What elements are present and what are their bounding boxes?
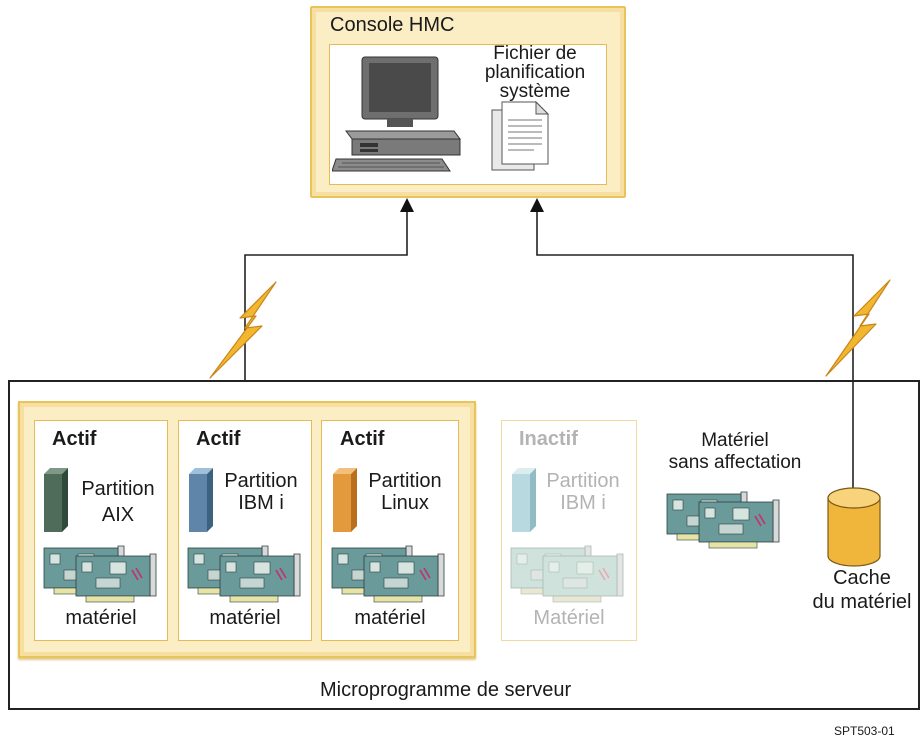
partition-name-aix: Partition AIX <box>68 478 168 526</box>
partition-name-ibmi-line-2: IBM i <box>238 492 284 514</box>
hardware-cache-line-2: du matériel <box>812 591 912 613</box>
inactive-ibmi-partition-icon <box>512 468 536 532</box>
plan-file-label-line-3: système <box>499 81 571 102</box>
hardware-card-icon-inactive <box>510 545 624 603</box>
left-lightning-icon <box>209 281 277 379</box>
plan-file-label-line-1: Fichier de <box>493 43 577 64</box>
plan-file-label-line-2: planification <box>484 62 586 83</box>
partition-name-aix-line-1: Partition <box>81 478 155 500</box>
partition-name-inactive-line-2: IBM i <box>560 492 606 514</box>
hardware-label-linux: matériel <box>354 607 426 629</box>
partition-status-inactive: Inactif <box>519 428 578 450</box>
plan-file-label: Fichier de planification système <box>470 44 600 101</box>
partition-name-linux-line-2: Linux <box>381 492 429 514</box>
linux-partition-icon <box>333 468 357 532</box>
hardware-label-aix: matériel <box>65 607 137 629</box>
partition-name-inactive-line-1: Partition <box>546 470 620 492</box>
unassigned-hardware-line-2: sans affectation <box>668 452 802 473</box>
document-icon <box>491 100 550 171</box>
hardware-card-icon-aix <box>43 545 157 603</box>
partition-status-linux: Actif <box>340 428 385 450</box>
server-firmware-label: Microprogramme de serveur <box>320 679 572 701</box>
hardware-card-icon-linux <box>331 545 445 603</box>
hardware-card-icon-unassigned <box>666 491 780 549</box>
right-lightning-icon <box>825 279 891 377</box>
partition-status-ibmi: Actif <box>196 428 241 450</box>
right-connection-line <box>536 204 854 490</box>
unassigned-hardware-line-1: Matériel <box>701 430 769 451</box>
figure-code: SPT503-01 <box>834 724 895 738</box>
server-frame <box>8 380 920 710</box>
partition-name-ibmi-line-1: Partition <box>224 470 298 492</box>
hardware-label-inactive: Matériel <box>533 607 605 629</box>
partition-name-aix-line-2: AIX <box>101 504 135 526</box>
partition-name-inactive: Partition IBM i <box>533 470 633 514</box>
partition-name-linux-line-1: Partition <box>368 470 442 492</box>
hardware-label-ibmi: matériel <box>209 607 281 629</box>
left-arrowhead <box>400 198 414 212</box>
computer-workstation-icon <box>332 56 461 172</box>
right-arrowhead <box>530 198 544 212</box>
hardware-cache-line-1: Cache <box>833 567 891 589</box>
partition-name-ibmi: Partition IBM i <box>211 470 311 514</box>
hmc-title: Console HMC <box>330 14 455 36</box>
hardware-card-icon-ibmi <box>187 545 301 603</box>
partition-name-linux: Partition Linux <box>355 470 455 514</box>
aix-partition-icon <box>44 468 68 532</box>
database-cylinder-icon <box>827 487 881 567</box>
ibmi-partition-icon <box>189 468 213 532</box>
partition-status-aix: Actif <box>52 428 97 450</box>
unassigned-hardware-label: Matériel sans affectation <box>650 430 820 474</box>
hardware-cache-label: Cache du matériel <box>800 566 922 614</box>
